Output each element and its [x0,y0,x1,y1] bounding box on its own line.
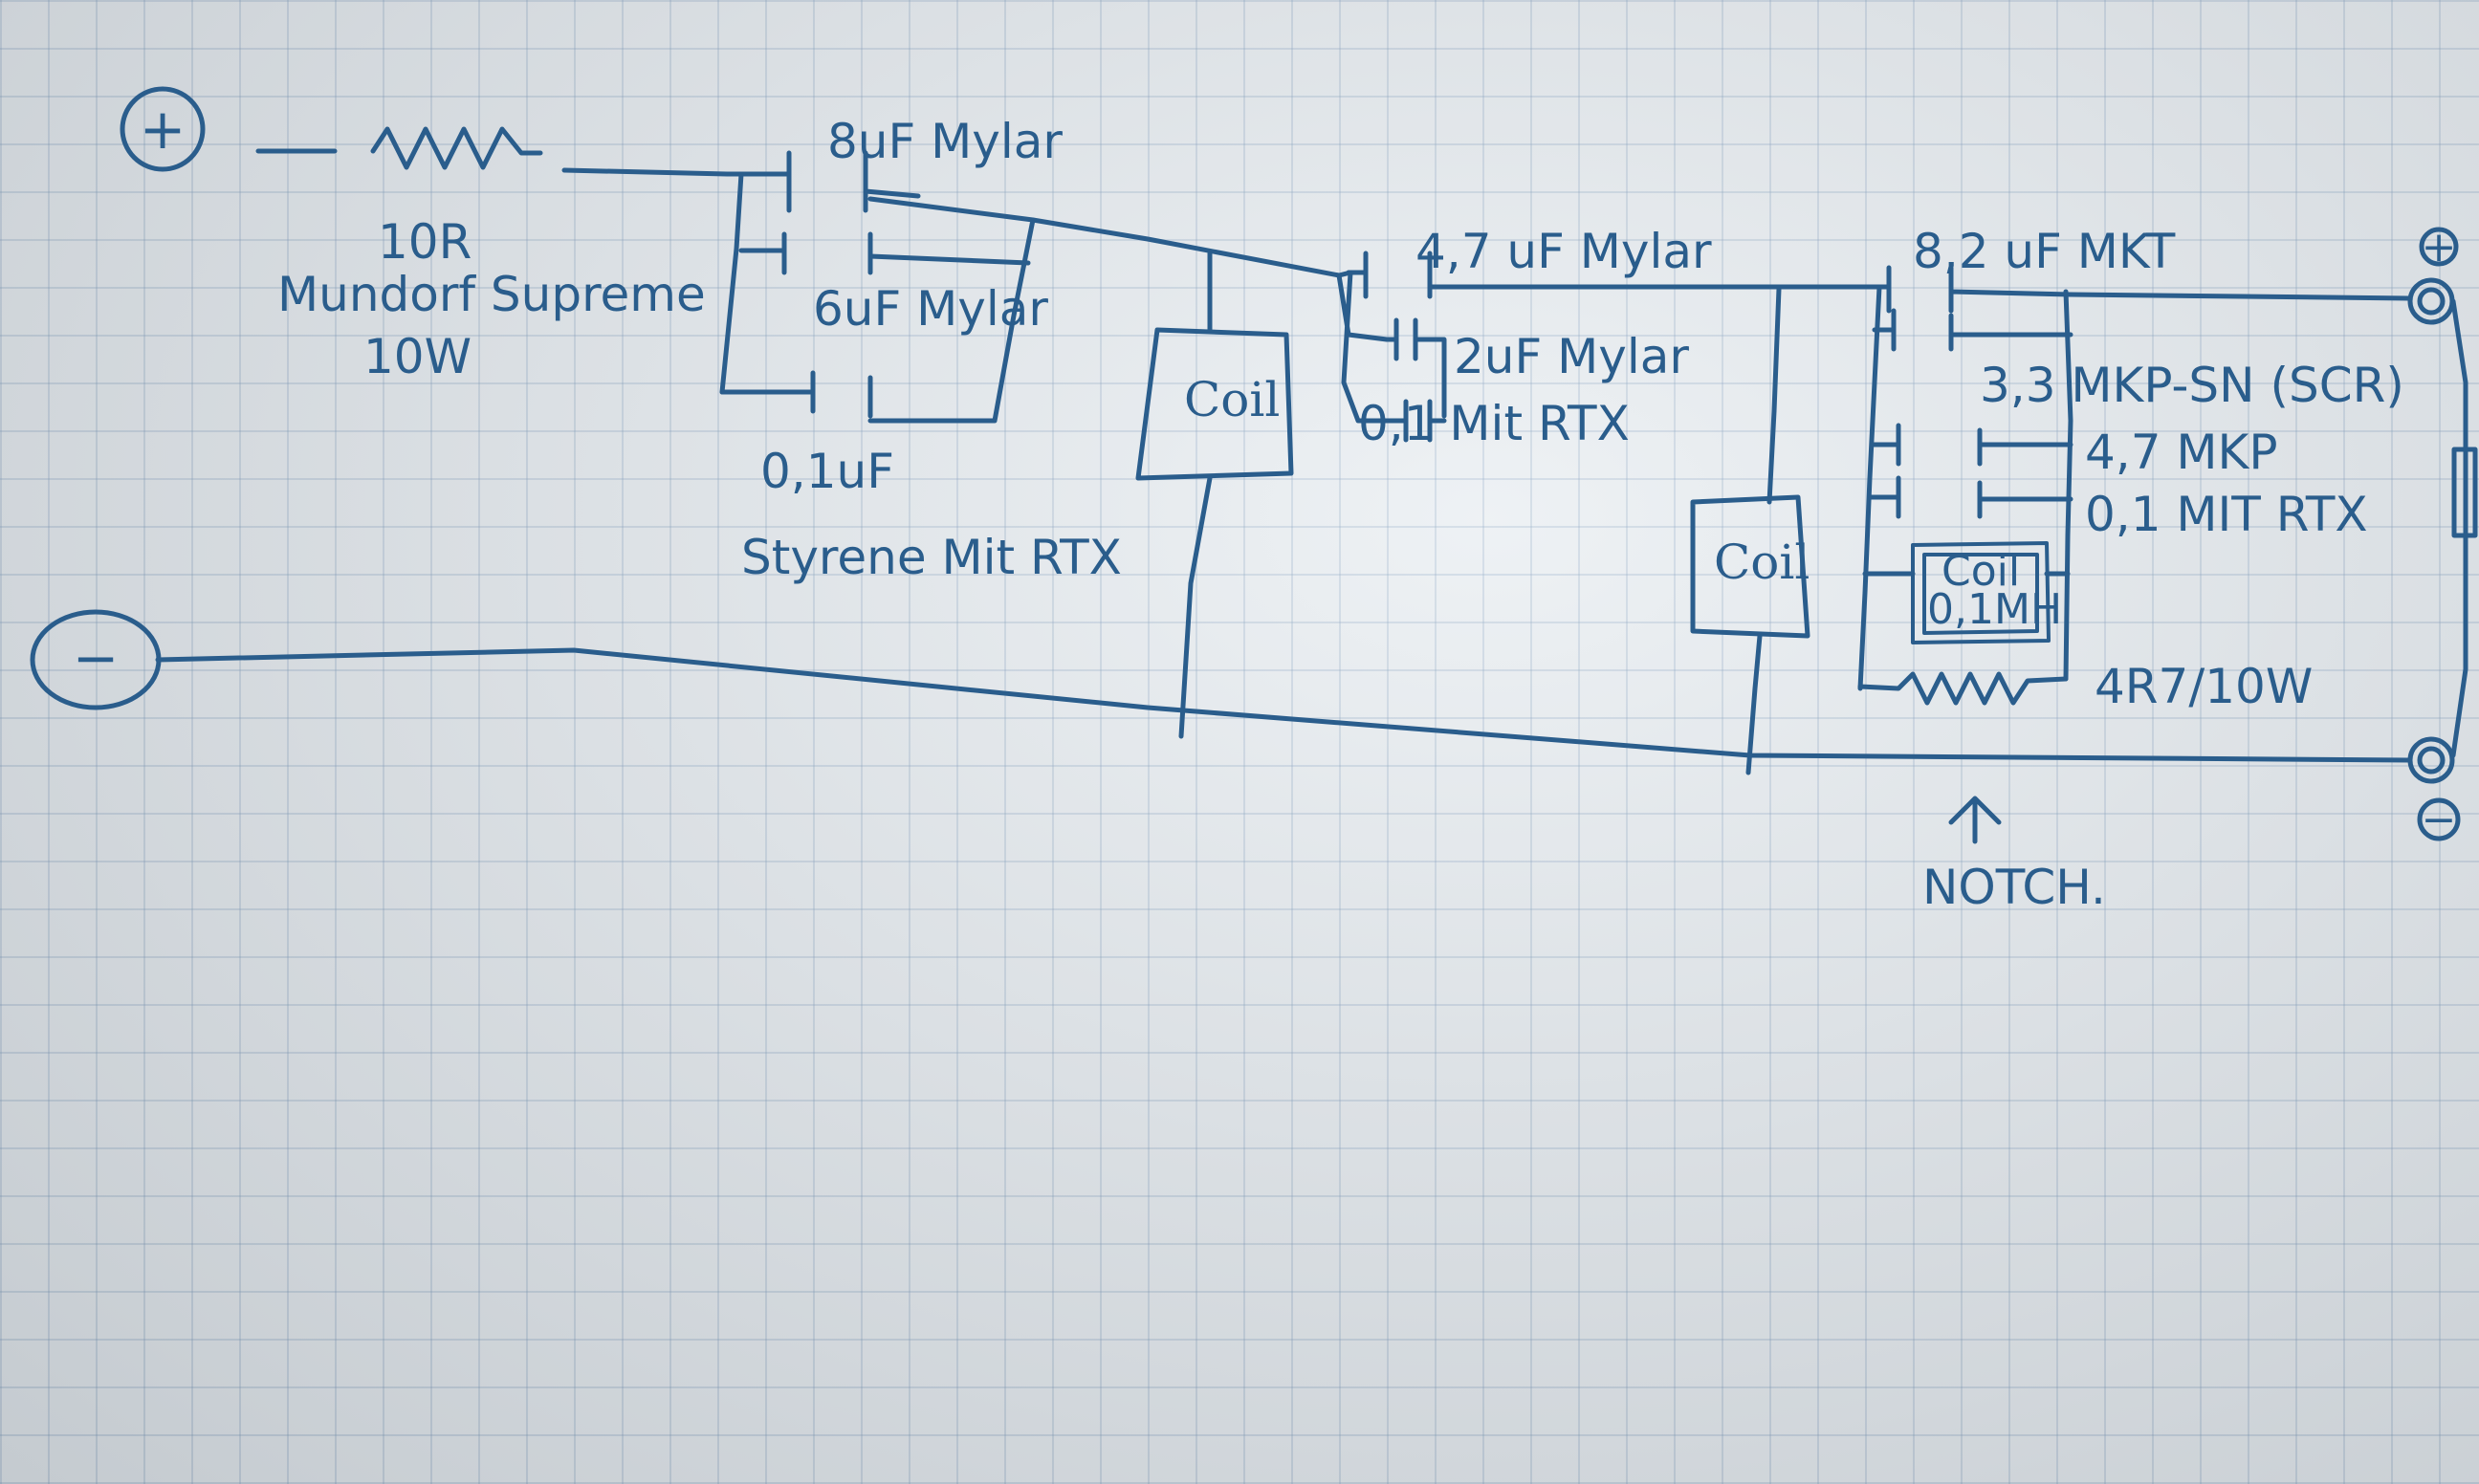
capacitor-4-7-mkp-label: 4,7 MKP [2085,425,2278,480]
notch-coil-name: Coil [1942,547,2020,596]
capacitor-2uf-mylar: 2uF Mylar [1384,317,1689,419]
capacitor-0-1-mit-rtx-label: 0,1 Mit RTX [1358,396,1630,451]
capacitor-8-2uf-mkt: 8,2 uF MKT [1876,224,2176,314]
capacitor-4-7uf-label: 4,7 uF Mylar [1415,224,1712,279]
stage1-coil: Coil [1135,251,1294,739]
capacitor-8-2uf-label: 8,2 uF MKT [1913,224,2176,279]
notch-caption: NOTCH. [1922,860,2106,915]
ground-return-wire [155,647,2413,763]
output-plus-wire [2068,292,2413,301]
stage2-coil-label: Coil [1714,535,1810,590]
output-minus-symbol: − [2422,796,2457,844]
notch-bus-left [1776,284,1882,691]
output-link-block [2451,447,2478,538]
stage1-coil-label: Coil [1184,372,1280,427]
capacitor-4-7-mkp: 4,7 MKP [1870,423,2278,480]
wire-to-stage1 [561,167,768,177]
capacitor-0-1uf-styrene: 0,1uF Styrene Mit RTX [719,370,1122,585]
input-minus-symbol: − [73,625,120,690]
capacitor-0-1-mit-rtx: 0,1 Mit RTX [1358,396,1630,451]
input-resistor: 10R Mundorf Supreme 10W [255,126,706,384]
capacitor-3-3-mkp-sn: 3,3 MKP-SN (SCR) [1872,308,2404,413]
notch-coil-value: 0,1MH [1927,585,2062,634]
capacitor-0-1-notch-label: 0,1 MIT RTX [2085,487,2368,542]
output-plus-symbol: + [2422,223,2457,272]
output-plus-terminal: + [2407,223,2459,325]
stage1-right-bus [867,196,1036,424]
capacitor-6uf-label: 6uF Mylar [813,281,1048,337]
capacitor-0-1-mit-rtx-notch: 0,1 MIT RTX [1867,475,2368,542]
notch-coil: Coil 0,1MH [1862,541,2071,644]
notch-resistor-label: 4R7/10W [2095,659,2313,714]
capacitor-2uf-label: 2uF Mylar [1454,329,1689,384]
capacitor-0-1uf-type: Styrene Mit RTX [741,530,1122,585]
capacitor-8uf-label: 8uF Mylar [827,114,1063,169]
input-resistor-brand: Mundorf Supreme [277,267,706,322]
input-resistor-power: 10W [363,329,472,384]
notch-bus-right [2063,289,2073,682]
notch-resistor: 4R7/10W [1857,659,2313,714]
capacitor-8uf: 8uF Mylar [762,114,1063,213]
capacitor-3-3-label: 3,3 MKP-SN (SCR) [1980,358,2404,413]
output-minus-terminal: − [2407,736,2461,844]
stage2-coil: Coil [1690,286,1810,775]
capacitor-6uf: 6uF Mylar [738,231,1048,337]
output-right-link [2450,298,2468,758]
input-minus-terminal: − [30,609,162,710]
notch-arrow: NOTCH. [1922,796,2106,915]
capacitor-0-1uf-value: 0,1uF [760,444,894,499]
capacitor-4-7uf-mylar: 4,7 uF Mylar [1346,224,1782,299]
stage1-left-bus [719,171,816,395]
input-plus-symbol: + [140,97,186,162]
input-plus-terminal: + [120,86,206,172]
wire-to-stage2 [1030,217,1342,278]
input-resistor-value: 10R [378,214,472,270]
